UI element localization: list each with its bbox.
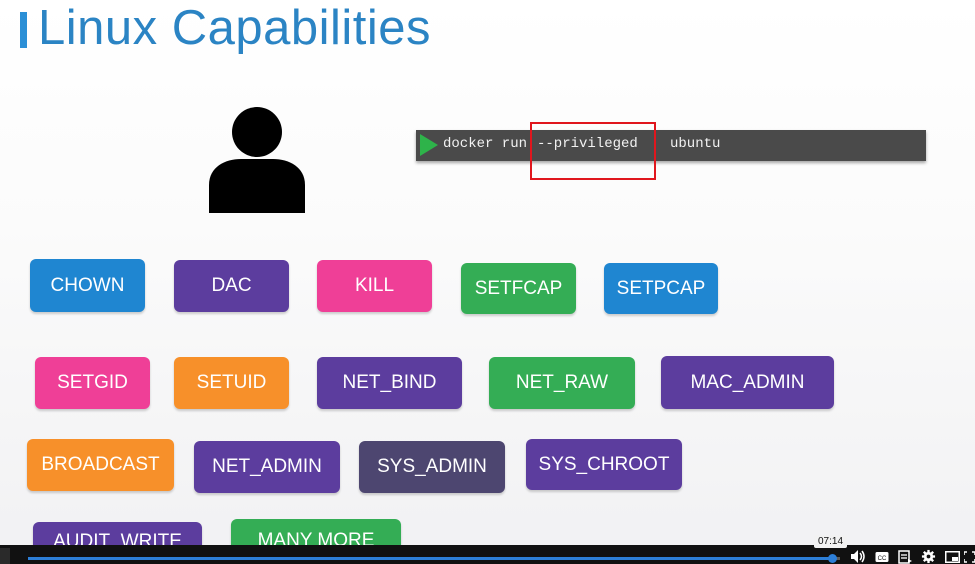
svg-text:CC: CC: [878, 556, 887, 562]
capability-badge-kill: KILL: [317, 260, 432, 312]
title-accent-bar: [20, 12, 27, 48]
terminal-flag: --privileged: [537, 136, 638, 152]
play-triangle-icon: [420, 134, 438, 156]
captions-icon[interactable]: CC: [875, 549, 889, 564]
settings-gear-icon[interactable]: [921, 549, 936, 564]
progress-scrubber[interactable]: [828, 554, 837, 563]
capability-badge-net-bind: NET_BIND: [317, 357, 462, 409]
capability-badge-broadcast: BROADCAST: [27, 439, 174, 491]
slide-title: Linux Capabilities: [38, 1, 432, 55]
user-silhouette-icon: [209, 107, 305, 213]
capability-badge-sys-chroot: SYS_CHROOT: [526, 439, 682, 490]
terminal-command: docker run: [443, 136, 528, 152]
playlist-icon[interactable]: [898, 549, 912, 564]
capability-badge-net-admin: NET_ADMIN: [194, 441, 340, 493]
capability-badge-mac-admin: MAC_ADMIN: [661, 356, 834, 409]
volume-icon[interactable]: [850, 549, 866, 564]
privileged-highlight-box: [530, 122, 656, 180]
terminal-command-bar: docker run --privileged ubuntu: [416, 130, 926, 161]
miniplayer-icon[interactable]: [945, 549, 960, 564]
capability-badge-dac: DAC: [174, 260, 289, 312]
capability-badge-setpcap: SETPCAP: [604, 263, 718, 314]
capability-badge-setuid: SETUID: [174, 357, 289, 409]
time-tooltip: 07:14: [814, 535, 848, 548]
previous-control[interactable]: [0, 548, 10, 564]
fullscreen-icon[interactable]: [964, 549, 975, 564]
capability-badge-setfcap: SETFCAP: [461, 263, 576, 314]
capability-badge-net-raw: NET_RAW: [489, 357, 635, 409]
capability-badge-setgid: SETGID: [35, 357, 150, 409]
terminal-image: ubuntu: [670, 136, 721, 152]
progress-fill: [28, 557, 832, 560]
capability-badge-sys-admin: SYS_ADMIN: [359, 441, 505, 493]
capability-badge-chown: CHOWN: [30, 259, 145, 312]
